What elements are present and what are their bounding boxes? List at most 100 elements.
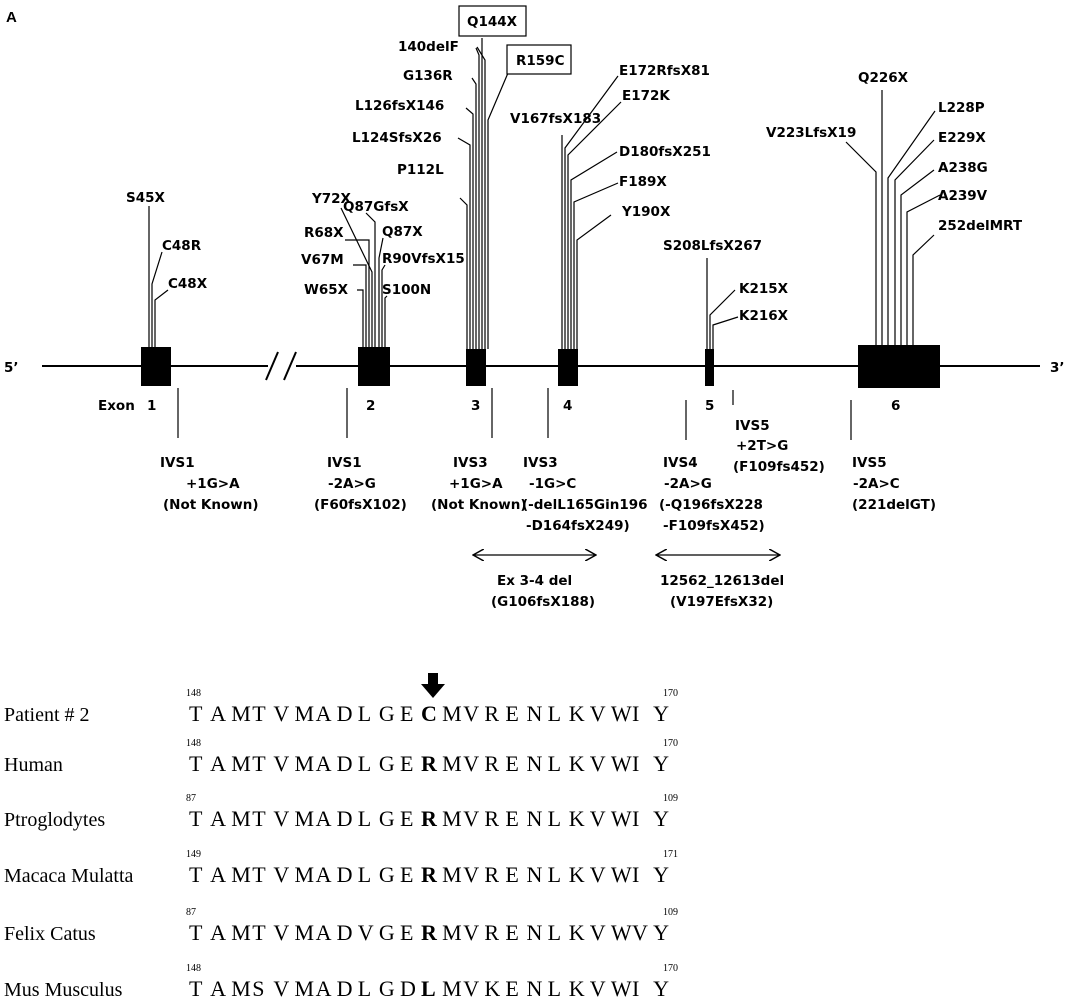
residue: V xyxy=(463,701,480,726)
residue: Y xyxy=(653,976,669,1001)
mutation-label: 252delMRT xyxy=(938,218,1023,234)
exon-number-1: 1 xyxy=(147,398,156,414)
end-position: 170 xyxy=(663,738,678,749)
residue: E xyxy=(505,751,519,776)
residue: M xyxy=(442,976,462,1001)
splice-ivs5-b: IVS5 -2A>C (221delGT) xyxy=(852,455,936,513)
residue-highlighted: R xyxy=(421,862,437,887)
gene-mutation-diagram: A 5’ 3’ Exon 1 2 3 4 5 6 S45X C48R C48X xyxy=(4,5,1065,610)
svg-text:(F60fsX102): (F60fsX102) xyxy=(314,497,407,513)
residue: E xyxy=(399,701,414,726)
boxed-mutation-r159c xyxy=(506,44,572,75)
mutation-label: C48R xyxy=(162,238,202,254)
svg-text:IVS3: IVS3 xyxy=(453,455,488,471)
residue: Y xyxy=(653,701,669,726)
residue: G xyxy=(378,806,395,831)
residue: N xyxy=(526,751,543,776)
svg-text:-2A>C: -2A>C xyxy=(853,476,900,492)
residue: L xyxy=(547,806,562,831)
residue: T xyxy=(252,701,266,726)
mutation-label: Q87GfsX xyxy=(343,199,409,215)
end-position: 109 xyxy=(663,793,678,804)
residue: E xyxy=(505,701,519,726)
residue: T xyxy=(252,806,266,831)
residue: V xyxy=(589,862,606,887)
mutation-label: P112L xyxy=(397,162,444,178)
residue: A xyxy=(315,920,332,945)
residue: L xyxy=(357,751,372,776)
svg-text:-1G>C: -1G>C xyxy=(529,476,576,492)
start-position: 149 xyxy=(186,849,201,860)
residue-highlighted: R xyxy=(421,806,437,831)
residue: T xyxy=(189,701,203,726)
three-prime-label: 3’ xyxy=(1050,360,1065,376)
residue: V xyxy=(273,976,290,1001)
end-position: 171 xyxy=(663,849,678,860)
end-position: 170 xyxy=(663,963,678,974)
residue: W xyxy=(610,862,632,887)
svg-text:-F109fsX452): -F109fsX452) xyxy=(663,518,765,534)
mutation-label: V167fsX183 xyxy=(510,111,601,127)
residue: V xyxy=(273,920,290,945)
residue: L xyxy=(547,751,562,776)
residue: V xyxy=(589,976,606,1001)
svg-text:+1G>A: +1G>A xyxy=(449,476,503,492)
residue: G xyxy=(378,862,395,887)
residue: M xyxy=(294,806,315,831)
start-position: 87 xyxy=(186,793,196,804)
residue: R xyxy=(484,701,499,726)
species-name: Patient # 2 xyxy=(4,704,90,726)
svg-text:IVS1: IVS1 xyxy=(327,455,362,471)
residue: E xyxy=(505,806,519,831)
species-name: Felix Catus xyxy=(4,923,96,945)
exon-4 xyxy=(558,349,578,386)
residue: D xyxy=(336,862,353,887)
residue-highlighted: R xyxy=(421,920,437,945)
residue: A xyxy=(210,806,226,831)
residue: A xyxy=(315,751,332,776)
residue: I xyxy=(631,751,640,776)
residue: M xyxy=(231,701,251,726)
svg-text:(221delGT): (221delGT) xyxy=(852,497,936,513)
exon-prefix: Exon xyxy=(98,398,135,414)
residue: A xyxy=(315,701,332,726)
residue: V xyxy=(463,806,480,831)
svg-text:IVS5: IVS5 xyxy=(852,455,887,471)
residue: D xyxy=(336,751,353,776)
exon-number-4: 4 xyxy=(563,398,572,414)
residue: G xyxy=(378,701,395,726)
residue: R xyxy=(484,751,499,776)
residue: D xyxy=(336,701,353,726)
residue: W xyxy=(610,976,632,1001)
exon-3 xyxy=(466,349,486,386)
residue: L xyxy=(547,701,562,726)
residue: L xyxy=(357,976,372,1001)
mutation-label: Y72X xyxy=(311,191,352,207)
residue: Y xyxy=(653,862,669,887)
end-position: 109 xyxy=(663,907,678,918)
mutation-label: S208LfsX267 xyxy=(663,238,762,254)
svg-text:(Not Known): (Not Known) xyxy=(431,497,527,513)
svg-text:-2A>G: -2A>G xyxy=(328,476,376,492)
residue: A xyxy=(210,920,226,945)
residue: W xyxy=(610,751,632,776)
svg-text:IVS5: IVS5 xyxy=(735,418,770,434)
residue: A xyxy=(315,862,332,887)
svg-text:(Not Known): (Not Known) xyxy=(163,497,259,513)
residue: K xyxy=(568,751,585,776)
start-position: 148 xyxy=(186,738,201,749)
residue: W xyxy=(610,701,632,726)
svg-text:(F109fs452): (F109fs452) xyxy=(733,459,825,475)
residue: R xyxy=(484,862,499,887)
residue: V xyxy=(463,920,480,945)
svg-text:IVS4: IVS4 xyxy=(663,455,698,471)
residue: T xyxy=(189,862,203,887)
residue: V xyxy=(463,862,480,887)
residue: K xyxy=(568,701,585,726)
residue: V xyxy=(273,862,290,887)
exon-6 xyxy=(858,345,940,388)
